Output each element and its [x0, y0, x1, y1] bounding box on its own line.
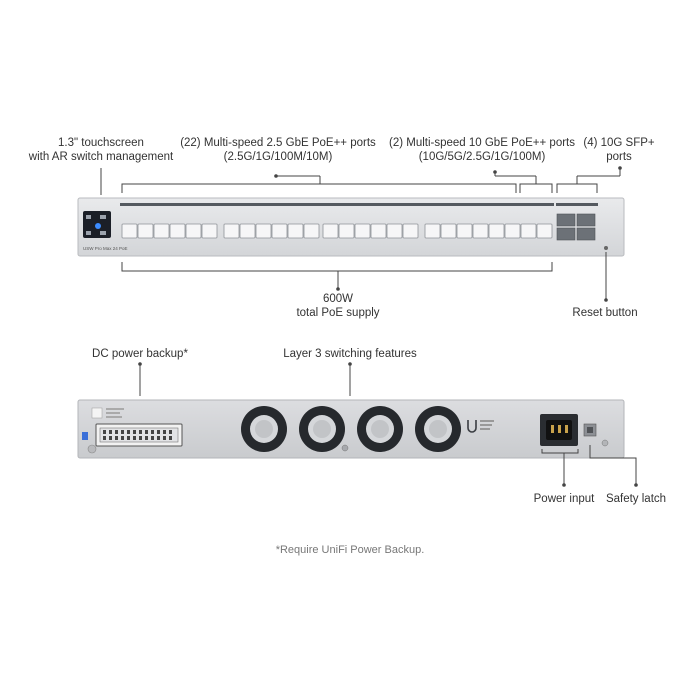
safety-latch[interactable]	[583, 423, 597, 437]
rj45-ports	[121, 223, 553, 239]
device-model-text: USW Pro Max 24 PoE	[83, 246, 128, 251]
label-touchscreen-line2: with AR switch management	[28, 151, 174, 163]
touchscreen-display[interactable]	[83, 211, 111, 238]
label-10g-ports-line2: (10G/5G/2.5G/1G/100M)	[418, 151, 546, 163]
label-reset-button: Reset button	[572, 307, 638, 319]
label-poe-supply-line2: total PoE supply	[296, 307, 380, 319]
label-safety-latch: Safety latch	[605, 493, 667, 505]
label-layer3: Layer 3 switching features	[283, 348, 417, 360]
label-touchscreen-line1: 1.3" touchscreen	[58, 137, 144, 149]
label-25g-ports-line1: (22) Multi-speed 2.5 GbE PoE++ ports	[180, 137, 376, 149]
sfp-ports	[556, 213, 596, 241]
brand-logo	[467, 420, 494, 433]
cooling-fans	[241, 406, 461, 452]
front-panel: USW Pro Max 24 PoE	[77, 197, 625, 257]
reset-pinhole[interactable]	[604, 246, 608, 250]
label-sfp-ports-line2: ports	[606, 151, 632, 163]
rear-panel	[77, 399, 625, 459]
label-25g-ports-line2: (2.5G/1G/100M/10M)	[223, 151, 333, 163]
label-10g-ports-line1: (2) Multi-speed 10 GbE PoE++ ports	[388, 137, 575, 149]
status-led	[82, 432, 88, 440]
front-callout-dots	[274, 166, 622, 302]
label-touchscreen: 1.3" touchscreen with AR switch manageme…	[20, 136, 182, 164]
label-poe-supply-line1: 600W	[322, 293, 354, 305]
label-25g-ports: (22) Multi-speed 2.5 GbE PoE++ ports (2.…	[170, 136, 386, 164]
rear-callout-dots	[138, 362, 638, 487]
label-dc-backup: DC power backup*	[92, 348, 188, 360]
front-callout-lines	[100, 168, 621, 300]
label-poe-supply: 600W total PoE supply	[270, 292, 406, 320]
label-sfp-ports-line1: (4) 10G SFP+	[583, 137, 655, 149]
footnote: *Require UniFi Power Backup.	[275, 544, 425, 556]
rear-callout-lines	[139, 364, 637, 485]
label-power-input: Power input	[533, 493, 595, 505]
dc-backup-connector[interactable]	[95, 423, 183, 447]
label-10g-ports: (2) Multi-speed 10 GbE PoE++ ports (10G/…	[382, 136, 582, 164]
label-sfp-ports: (4) 10G SFP+ ports	[580, 136, 658, 164]
power-inlet[interactable]	[540, 414, 578, 446]
ground-screw	[87, 444, 97, 454]
